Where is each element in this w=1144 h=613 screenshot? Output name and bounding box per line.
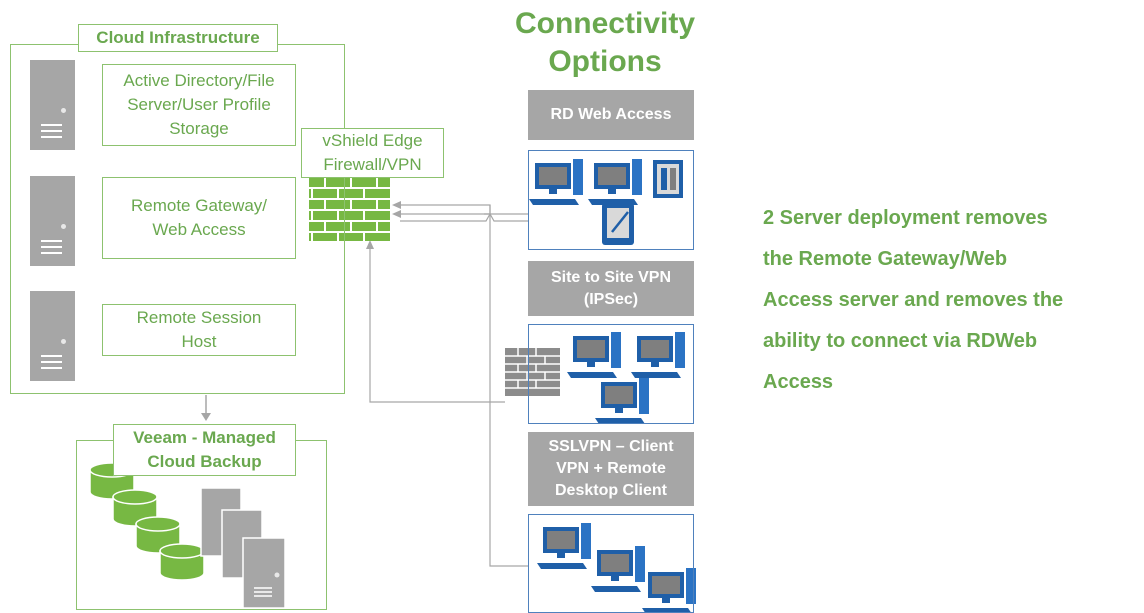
sslvpn-connector xyxy=(489,205,528,567)
page-title: Connectivity Options xyxy=(514,7,696,78)
active-directory-server-label: Active Directory/File Server/User Profil… xyxy=(102,64,296,146)
firewall-icon xyxy=(309,178,390,241)
server-icon xyxy=(30,176,75,266)
backup-label: Veeam - Managed Cloud Backup xyxy=(113,424,296,476)
site-vpn-connector xyxy=(369,248,505,403)
firewall-label: vShield Edge Firewall/VPN xyxy=(301,128,444,178)
deployment-note: 2 Server deployment removes the Remote G… xyxy=(763,207,1064,393)
option-sslvpn-clients xyxy=(528,514,694,613)
remote-session-host-label: Remote Session Host xyxy=(102,304,296,356)
option-site-to-site-vpn-clients xyxy=(528,324,694,424)
site-firewall-icon xyxy=(505,348,560,396)
backup-server-icon xyxy=(200,487,286,609)
option-site-to-site-vpn-header: Site to Site VPN (IPSec) xyxy=(528,261,694,316)
vpn-connector xyxy=(400,204,491,215)
backup-arrowhead xyxy=(201,413,211,421)
rdweb-connector xyxy=(400,212,528,222)
database-icon xyxy=(89,462,205,581)
remote-gateway-server-label: Remote Gateway/ Web Access xyxy=(102,177,296,259)
option-sslvpn-header: SSLVPN – Client VPN + Remote Desktop Cli… xyxy=(528,432,694,506)
server-icon xyxy=(30,60,75,150)
cloud-infrastructure-label: Cloud Infrastructure xyxy=(78,24,278,52)
option-rd-web-access-header: RD Web Access xyxy=(528,90,694,140)
option-rd-web-access-clients xyxy=(528,150,694,250)
kiosk-icon xyxy=(653,160,683,198)
server-icon xyxy=(30,291,75,381)
tablet-icon xyxy=(602,203,634,245)
